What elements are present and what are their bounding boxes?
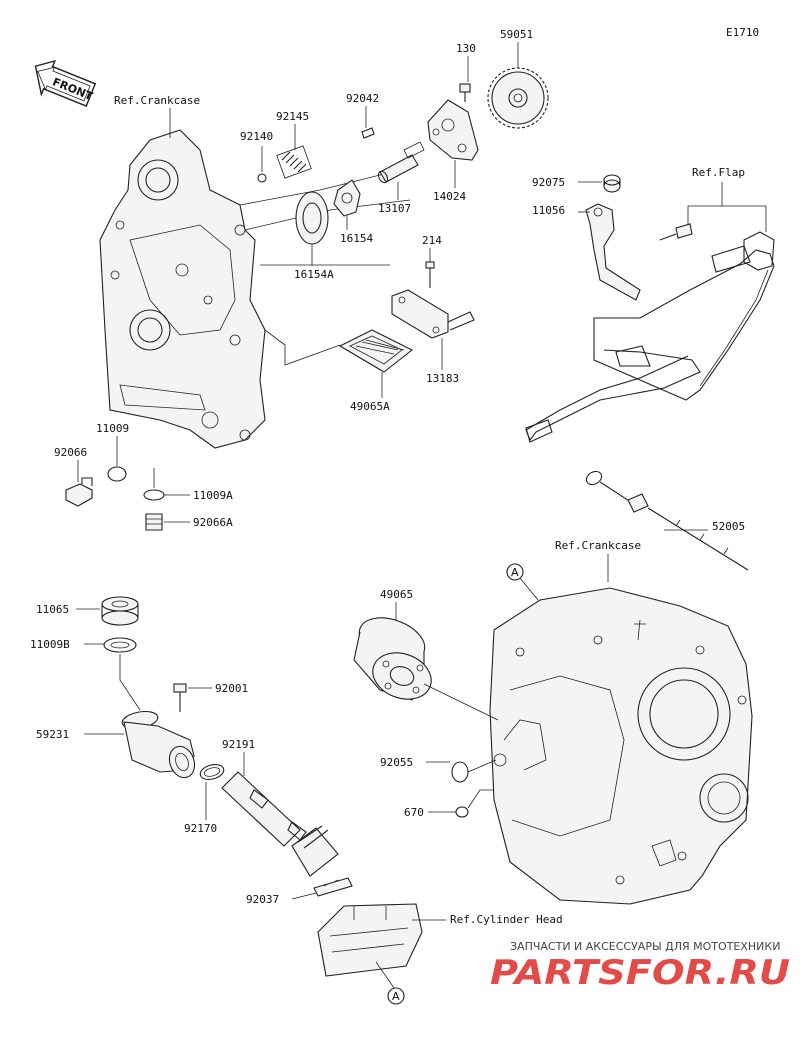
- label-92055: 92055: [380, 756, 413, 769]
- watermark-tagline: ЗАПЧАСТИ И АКСЕССУАРЫ ДЛЯ МОТОТЕХНИКИ: [510, 940, 780, 953]
- label-11056: 11056: [532, 204, 565, 217]
- part-92145-spring: [276, 145, 312, 179]
- label-92066A: 92066A: [193, 516, 233, 529]
- part-670-oring: [455, 806, 469, 818]
- ref-cylinder-head: Ref.Cylinder Head: [450, 913, 563, 926]
- flap-assembly: [525, 231, 775, 443]
- ref-crankcase-top: Ref.Crankcase: [114, 94, 200, 107]
- part-92170-clamp: [199, 764, 225, 780]
- part-funnel-connector: [291, 825, 339, 877]
- part-92001-bolt: [173, 683, 187, 712]
- part-52005-dipstick: [585, 470, 749, 571]
- label-11009B: 11009B: [30, 638, 70, 651]
- label-49065A: 49065A: [350, 400, 390, 413]
- part-11065-cap: [101, 596, 139, 626]
- label-52005: 52005: [712, 520, 745, 533]
- callout-a-top: A: [511, 566, 519, 579]
- part-92066-plug: [65, 477, 93, 507]
- part-11009-washer: [107, 466, 127, 482]
- front-arrow-icon: FRONT: [34, 59, 97, 107]
- label-92042: 92042: [346, 92, 379, 105]
- part-92055-oring: [451, 761, 469, 783]
- label-11009A: 11009A: [193, 489, 233, 502]
- part-59051-gear: [487, 67, 549, 129]
- flap-bolt: [659, 223, 693, 241]
- label-92145: 92145: [276, 110, 309, 123]
- label-16154: 16154: [340, 232, 373, 245]
- callout-circle-a-bottom: [387, 987, 405, 1005]
- ref-crankcase-bottom: Ref.Crankcase: [555, 539, 641, 552]
- part-92140-ball: [257, 173, 267, 183]
- label-49065: 49065: [380, 588, 413, 601]
- label-11009: 11009: [96, 422, 129, 435]
- callout-a-bottom: A: [392, 990, 400, 1003]
- part-92042-pin: [361, 127, 375, 139]
- label-59051: 59051: [500, 28, 533, 41]
- label-92066: 92066: [54, 446, 87, 459]
- diagram-id: E1710: [726, 26, 759, 39]
- part-214-screw: [425, 261, 435, 288]
- part-13183-plate: [391, 289, 475, 339]
- part-16154-rotor: [333, 179, 361, 217]
- part-49065-oil-filter: [353, 617, 432, 701]
- part-92037-pin: [313, 877, 353, 897]
- part-59231-filler-neck: [121, 710, 196, 779]
- label-92140: 92140: [240, 130, 273, 143]
- label-13107: 13107: [378, 202, 411, 215]
- ref-flap: Ref.Flap: [692, 166, 745, 179]
- label-11065: 11065: [36, 603, 69, 616]
- part-92075-nut: [603, 174, 621, 193]
- watermark-brand: PARTSFOR.RU: [490, 953, 790, 993]
- label-670: 670: [404, 806, 424, 819]
- label-130: 130: [456, 42, 476, 55]
- label-92191: 92191: [222, 738, 255, 751]
- part-92191-hose: [221, 771, 307, 847]
- label-92075: 92075: [532, 176, 565, 189]
- part-92066a-plug: [145, 513, 163, 531]
- part-16154a-rotor: [295, 191, 329, 245]
- label-13183: 13183: [426, 372, 459, 385]
- label-59231: 59231: [36, 728, 69, 741]
- callout-circle-a-top: [506, 563, 524, 581]
- part-49065a-strainer: [338, 329, 414, 373]
- label-92037: 92037: [246, 893, 279, 906]
- label-92001: 92001: [215, 682, 248, 695]
- part-11009b-seal: [103, 637, 137, 653]
- label-16154A: 16154A: [294, 268, 334, 281]
- crankcase-cover: [99, 129, 266, 449]
- part-130-bolt: [459, 83, 471, 102]
- label-92170: 92170: [184, 822, 217, 835]
- label-214: 214: [422, 234, 442, 247]
- part-11056-bracket: [585, 203, 641, 301]
- part-11009a-washer: [143, 489, 165, 501]
- crankcase-lower: [489, 587, 753, 905]
- part-14024-plate: [427, 99, 479, 161]
- label-14024: 14024: [433, 190, 466, 203]
- part-13107-shaft: [377, 141, 425, 184]
- cylinder-head-fragment: [317, 903, 423, 977]
